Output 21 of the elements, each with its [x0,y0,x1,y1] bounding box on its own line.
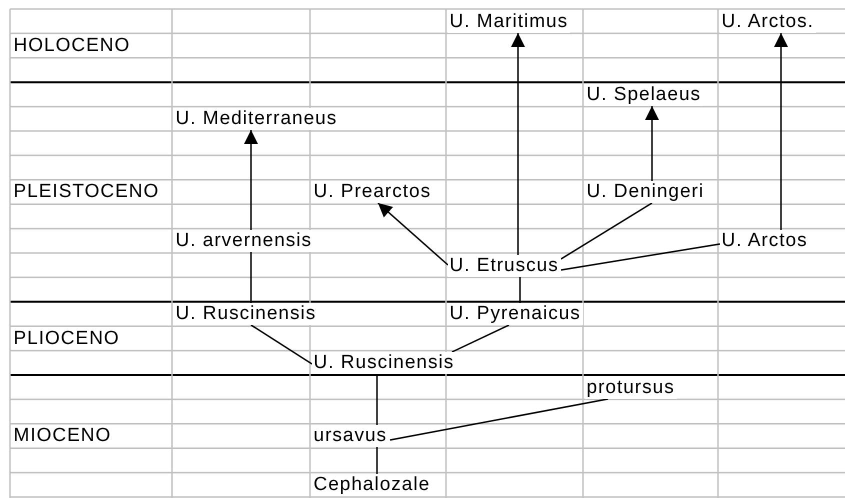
arrow [244,130,258,230]
taxon-label: U. Pyrenaicus [448,303,583,326]
connector-line [452,324,510,353]
epoch-label: HOLOCENO [12,34,132,57]
taxon-label: U. Ruscinensis [312,352,456,374]
connector-line [560,202,652,260]
arrow [774,33,788,230]
arrow [645,106,659,181]
connector-line [390,398,608,441]
connector-line [376,447,378,474]
connector-line [560,243,720,271]
connector-line [250,252,252,303]
taxon-label: U. arvernensis [174,230,314,252]
connector-line [519,277,521,303]
arrow [378,202,448,266]
arrow [511,33,525,255]
connector-line [250,324,312,365]
epoch-label: PLEISTOCENO [12,181,160,204]
connector-line [376,374,378,425]
epoch-label: PLIOCENO [12,328,121,350]
epoch-label: MIOCENO [12,425,112,448]
